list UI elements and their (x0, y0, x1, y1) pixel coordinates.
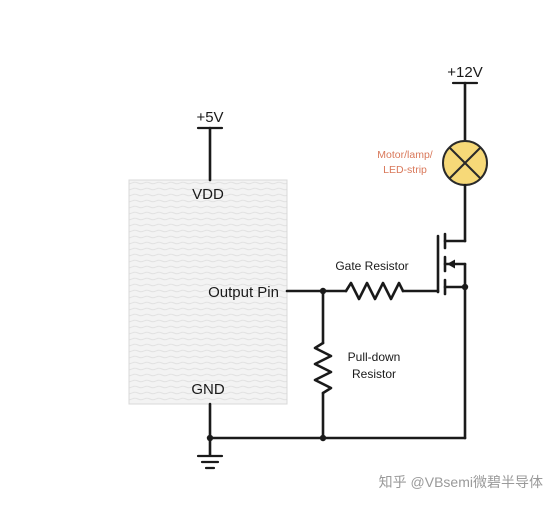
load-label-line1: Motor/lamp/ (377, 149, 433, 161)
ground-icon (196, 454, 224, 470)
supply-12v-label: +12V (447, 64, 482, 81)
gate-resistor-symbol (344, 281, 405, 301)
load-label-line2: LED-strip (383, 164, 427, 176)
pulldown-gnd-junction-dot (319, 434, 327, 442)
pulldown-label-line2: Resistor (352, 367, 396, 381)
vdd-pin-label: VDD (192, 186, 224, 203)
watermark-text: 知乎 @VBsemi微碧半导体 (379, 474, 543, 490)
gnd-pin-label: GND (191, 381, 225, 398)
microcontroller-block (128, 179, 288, 405)
mosfet-symbol (436, 232, 467, 296)
pulldown-label-line1: Pull-down (348, 350, 401, 364)
lamp-load-symbol (442, 140, 488, 186)
gate-resistor-label: Gate Resistor (335, 259, 408, 273)
pulldown-resistor-symbol (313, 341, 333, 395)
supply-5v-label: +5V (196, 109, 223, 126)
gnd-junction-dot (206, 434, 214, 442)
output-pin-label: Output Pin (208, 284, 279, 301)
